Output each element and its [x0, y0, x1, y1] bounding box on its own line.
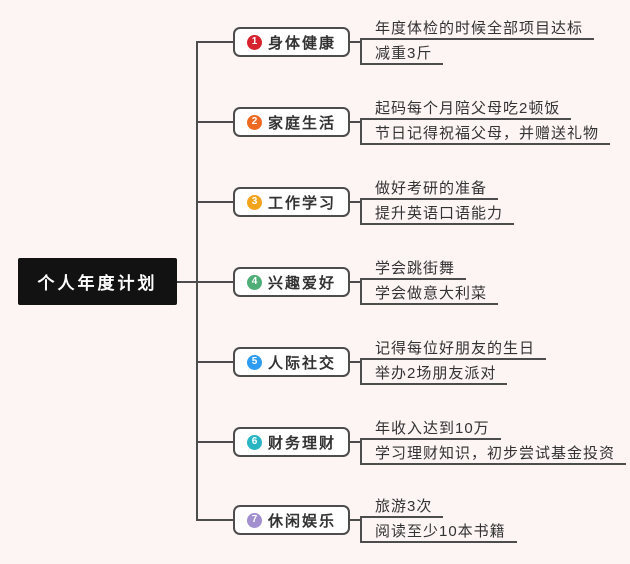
leaf-stub-line: [350, 121, 362, 123]
branch-number-badge: 7: [246, 512, 262, 528]
leaf-bracket-line: [360, 358, 362, 385]
leaf-node[interactable]: 年收入达到10万: [360, 420, 501, 440]
branch-connector-line: [196, 361, 233, 363]
root-branch-connector-line: [177, 281, 233, 283]
topic-label: 工作学习: [267, 194, 336, 212]
topic-label: 休闲娱乐: [267, 512, 336, 530]
leaf-node[interactable]: 阅读至少10本书籍: [360, 523, 517, 543]
topic-node-work-study[interactable]: 3 工作学习: [233, 187, 350, 217]
topic-node-leisure[interactable]: 7 休闲娱乐: [233, 505, 350, 535]
leaf-node[interactable]: 举办2场朋友派对: [360, 365, 508, 385]
branch-connector-line: [196, 201, 233, 203]
leaf-node[interactable]: 学会跳街舞: [360, 260, 467, 280]
topic-node-family[interactable]: 2 家庭生活: [233, 107, 350, 137]
leaf-stub-line: [350, 519, 362, 521]
branch-connector-line: [196, 441, 233, 443]
topic-node-health[interactable]: 1 身体健康: [233, 27, 350, 57]
leaf-bracket-line: [360, 118, 362, 145]
branch-number-badge: 5: [246, 354, 262, 370]
root-node[interactable]: 个人年度计划: [18, 258, 177, 305]
leaf-stub-line: [350, 201, 362, 203]
leaf-stub-line: [350, 41, 362, 43]
branch-connector-line: [196, 121, 233, 123]
leaf-node[interactable]: 提升英语口语能力: [360, 205, 515, 225]
leaf-node[interactable]: 起码每个月陪父母吃2顿饭: [360, 100, 572, 120]
leaf-node[interactable]: 学会做意大利菜: [360, 285, 499, 305]
leaf-bracket-line: [360, 438, 362, 465]
topic-node-social[interactable]: 5 人际社交: [233, 347, 350, 377]
leaf-node[interactable]: 减重3斤: [360, 45, 444, 65]
branch-number-badge: 2: [246, 114, 262, 130]
leaf-bracket-line: [360, 198, 362, 225]
leaf-node[interactable]: 旅游3次: [360, 498, 444, 518]
leaf-bracket-line: [360, 38, 362, 65]
topic-node-hobbies[interactable]: 4 兴趣爱好: [233, 267, 350, 297]
leaf-node[interactable]: 记得每位好朋友的生日: [360, 340, 547, 360]
branch-connector-line: [196, 41, 233, 43]
leaf-stub-line: [350, 281, 362, 283]
leaf-node[interactable]: 节日记得祝福父母，并赠送礼物: [360, 125, 611, 145]
leaf-node[interactable]: 做好考研的准备: [360, 180, 499, 200]
leaf-node[interactable]: 年度体检的时候全部项目达标: [360, 20, 595, 40]
branch-number-badge: 1: [246, 34, 262, 50]
topic-label: 家庭生活: [267, 114, 336, 132]
topic-label: 兴趣爱好: [267, 274, 336, 292]
root-node-label: 个人年度计划: [37, 274, 158, 293]
leaf-bracket-line: [360, 278, 362, 305]
leaf-stub-line: [350, 441, 362, 443]
topic-label: 财务理财: [267, 434, 336, 452]
topic-label: 人际社交: [267, 354, 336, 372]
leaf-node[interactable]: 学习理财知识，初步尝试基金投资: [360, 445, 627, 465]
topic-node-finance[interactable]: 6 财务理财: [233, 427, 350, 457]
topic-label: 身体健康: [267, 34, 336, 52]
leaf-stub-line: [350, 361, 362, 363]
branch-number-badge: 3: [246, 194, 262, 210]
branch-number-badge: 6: [246, 434, 262, 450]
branch-number-badge: 4: [246, 274, 262, 290]
branch-connector-line: [196, 519, 233, 521]
leaf-bracket-line: [360, 516, 362, 543]
